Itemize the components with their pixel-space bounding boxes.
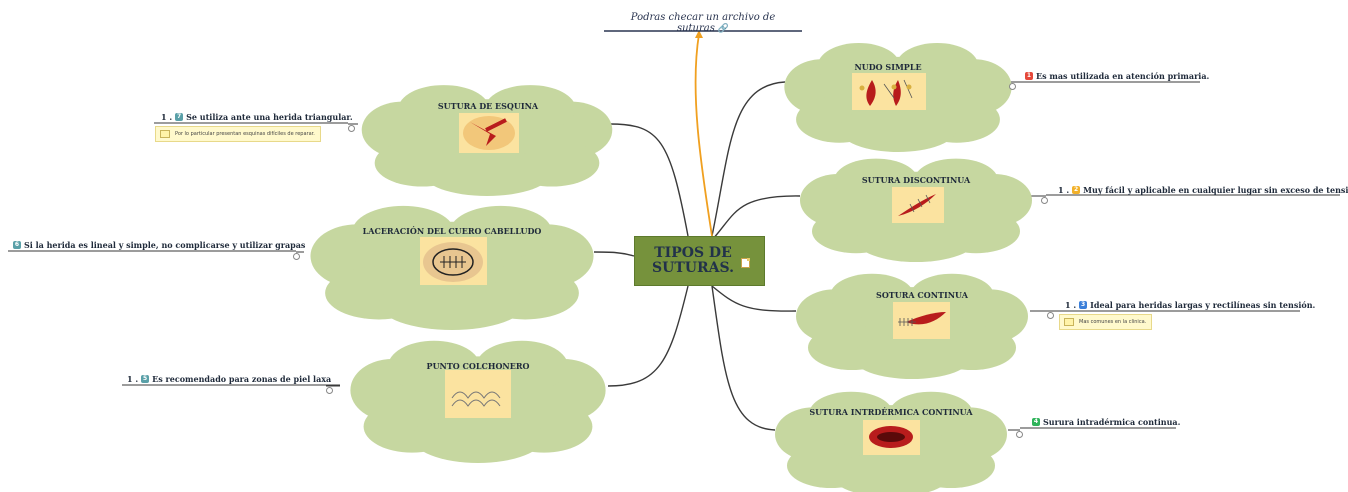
- node-title-punto-colchonero: PUNTO COLCHONERO: [426, 361, 530, 371]
- note-text: Mas comunes en la clinica.: [1079, 319, 1147, 325]
- connector-sutura-intradermica: [711, 285, 776, 431]
- detail-text: Muy fácil y aplicable en cualquier lugar…: [1083, 185, 1348, 195]
- note-icon: [1064, 318, 1074, 326]
- collapse-toggle[interactable]: [1016, 431, 1023, 438]
- connectors: [593, 81, 801, 431]
- node-title-laceracion: LACERACIÓN DEL CUERO CABELLUDO: [362, 226, 542, 236]
- detail-prefix: 1 .: [1058, 185, 1070, 195]
- detail-connectors: [296, 81, 1050, 431]
- nudo-simple-illustration: [852, 73, 926, 110]
- collapse-toggle[interactable]: [1009, 83, 1016, 90]
- priority-1-badge: 1: [1025, 72, 1033, 80]
- link-arrow-head: [695, 30, 703, 38]
- detail-text: Es mas utilizada en atención primaria.: [1036, 71, 1210, 81]
- priority-4-badge: 4: [1032, 418, 1040, 426]
- laceracion-illustration: [420, 237, 487, 285]
- detail-punto-colchonero[interactable]: 1 . 5 Es recomendado para zonas de piel …: [127, 374, 331, 384]
- attachment-link[interactable]: Podras checar un archivo de suturas🔗: [604, 12, 802, 34]
- detail-underlines: [8, 81, 1340, 429]
- note-icon: [160, 130, 170, 138]
- note-sutura-esquina[interactable]: Por lo particular presentan esquinas dif…: [155, 126, 321, 142]
- connector-punto-colchonero: [607, 285, 689, 387]
- detail-sutura-esquina[interactable]: 1 . 7 Se utiliza ante una herida triangu…: [161, 112, 353, 122]
- connector-laceracion: [593, 251, 635, 257]
- node-title-sutura-intradermica: SUTURA INTRDÉRMICA CONTINUA: [809, 407, 973, 417]
- node-title-sutura-esquina: SUTURA DE ESQUINA: [437, 101, 539, 111]
- priority-3-badge: 3: [1079, 301, 1088, 309]
- punto-colchonero-illustration: [445, 370, 511, 418]
- detail-sutura-discontinua[interactable]: 1 . 2 Muy fácil y aplicable en cualquier…: [1058, 185, 1348, 195]
- detail-prefix: 1 .: [127, 374, 139, 384]
- node-title-sotura-continua: SOTURA CONTINUA: [876, 290, 968, 300]
- detail-laceracion[interactable]: 6 Si la herida es lineal y simple, no co…: [13, 240, 305, 250]
- detail-sotura-continua[interactable]: 1 . 3 Ideal para heridas largas y rectil…: [1065, 300, 1315, 310]
- detail-text: Surura intradérmica continua.: [1043, 417, 1181, 427]
- detail-text: Ideal para heridas largas y rectilíneas …: [1090, 300, 1316, 310]
- detail-text: Es recomendado para zonas de piel laxa: [152, 374, 332, 384]
- detail-sutura-intradermica[interactable]: 4 Surura intradérmica continua.: [1032, 417, 1180, 427]
- sutura-discontinua-illustration: [892, 187, 944, 223]
- connector-nudo-simple: [711, 81, 786, 237]
- priority-5-badge: 5: [141, 375, 150, 383]
- node-title-nudo-simple: NUDO SIMPLE: [854, 62, 922, 72]
- central-topic[interactable]: TIPOS DE SUTURAS.: [634, 236, 765, 286]
- link-arrow: [694, 33, 713, 237]
- connector-sotura-continua: [711, 285, 797, 312]
- central-topic-label: TIPOS DE SUTURAS.: [652, 245, 734, 276]
- collapse-toggle[interactable]: [1047, 312, 1054, 319]
- sutura-intradermica-illustration: [863, 420, 920, 455]
- note-text: Por lo particular presentan esquinas dif…: [175, 131, 315, 137]
- note-sotura-continua[interactable]: Mas comunes en la clinica.: [1059, 314, 1153, 330]
- collapse-toggle[interactable]: [1041, 197, 1048, 204]
- connector-sutura-discontinua: [711, 195, 801, 241]
- detail-prefix: 1 .: [161, 112, 173, 122]
- priority-7-badge: 7: [175, 113, 184, 121]
- collapse-toggle[interactable]: [348, 125, 355, 132]
- connector-sutura-esquina: [609, 123, 689, 237]
- collapse-toggle[interactable]: [326, 387, 333, 394]
- priority-6-badge: 6: [13, 241, 21, 249]
- collapse-toggle[interactable]: [293, 253, 300, 260]
- document-icon[interactable]: [741, 258, 750, 268]
- node-title-sutura-discontinua: SUTURA DISCONTINUA: [861, 175, 971, 185]
- detail-text: Se utiliza ante una herida triangular.: [186, 112, 353, 122]
- detail-prefix: 1 .: [1065, 300, 1077, 310]
- attachment-link-text[interactable]: Podras checar un archivo de suturas: [630, 12, 776, 34]
- detail-nudo-simple[interactable]: 1 Es mas utilizada en atención primaria.: [1025, 71, 1209, 81]
- sotura-continua-illustration: [893, 302, 950, 339]
- sutura-esquina-illustration: [459, 113, 519, 153]
- detail-text: Si la herida es lineal y simple, no comp…: [24, 240, 306, 250]
- priority-2-badge: 2: [1072, 186, 1081, 194]
- link-icon: 🔗: [717, 24, 730, 34]
